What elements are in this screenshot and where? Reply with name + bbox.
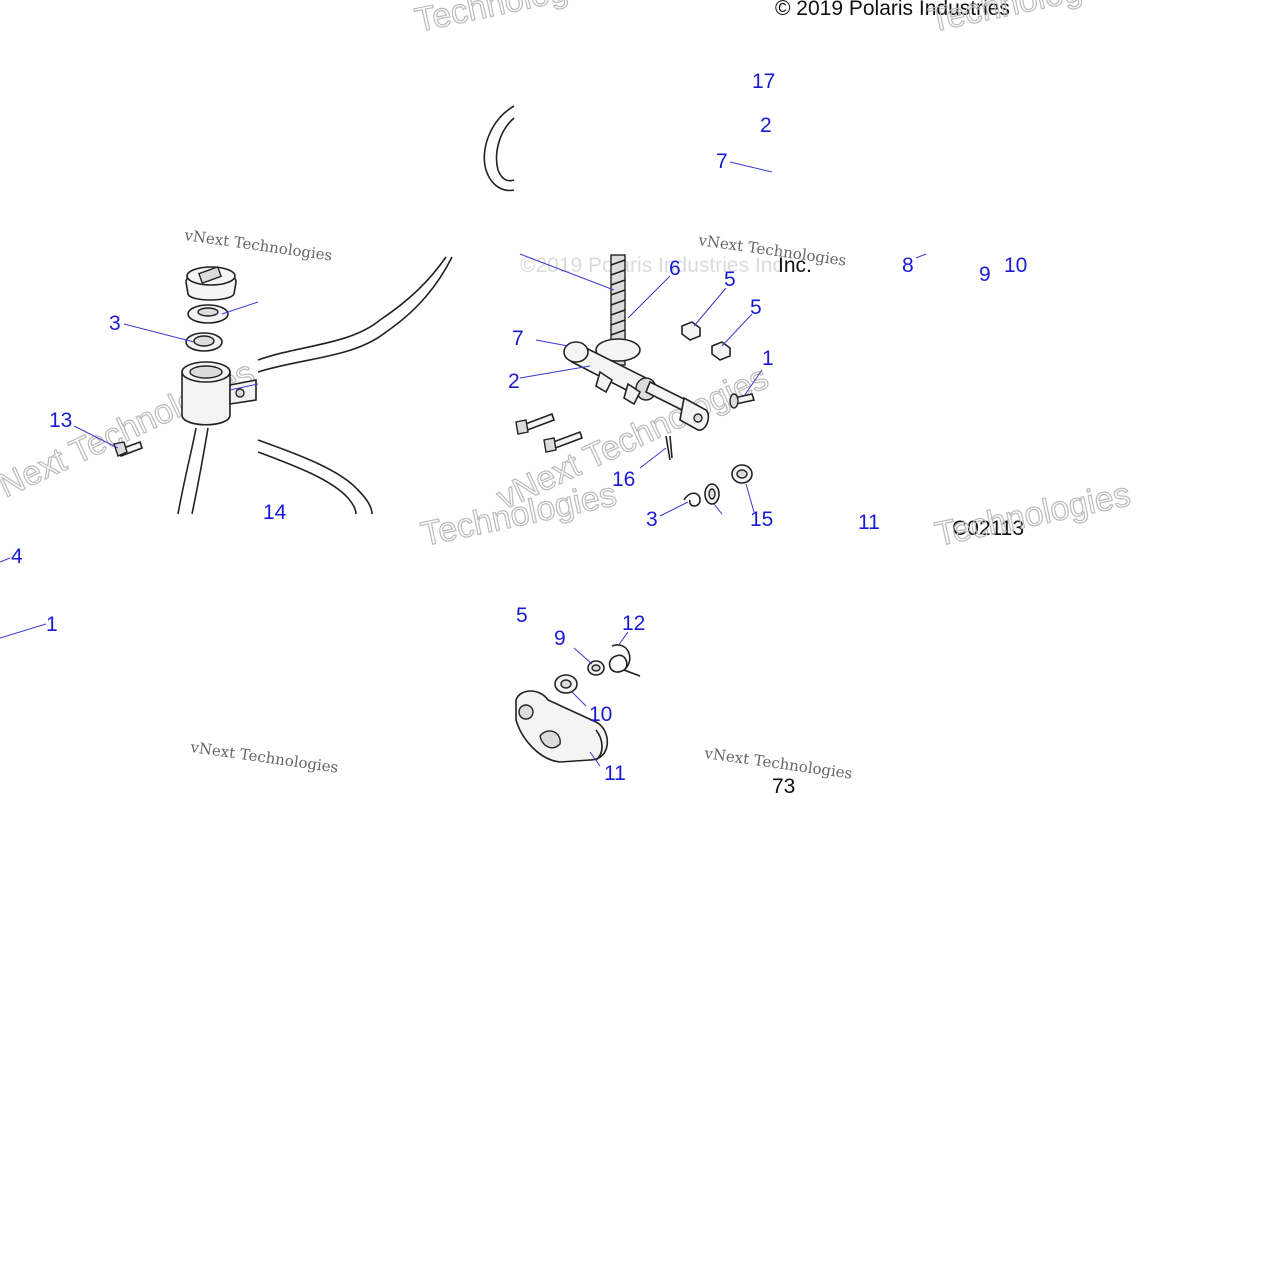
callout-labels: 3 13 14 4 1 6 5 5 7 2 1 16 3 15 17 2 7 8… bbox=[11, 70, 1027, 785]
diagram-code: C02113 bbox=[952, 517, 1024, 540]
master-cylinder bbox=[563, 341, 710, 431]
page-fragment: 73 bbox=[772, 775, 795, 798]
callout-number: 2 bbox=[760, 114, 772, 137]
cotter-pin bbox=[665, 435, 673, 461]
clutch-line bbox=[257, 439, 373, 515]
partial-copyright-tail: Inc. bbox=[778, 254, 812, 277]
partial-copyright: ©2019 Polaris Industries Inc. bbox=[520, 254, 789, 277]
mounting-screw bbox=[113, 440, 144, 458]
callout-number: 10 bbox=[589, 703, 612, 726]
mounting-bolt bbox=[543, 430, 584, 453]
hose-segment bbox=[483, 105, 515, 192]
callout-number: 1 bbox=[762, 347, 774, 370]
pivot-bushing bbox=[731, 464, 753, 484]
reservoir-hose bbox=[191, 427, 209, 515]
reservoir-cap bbox=[185, 265, 237, 301]
watermark-text: Technologies bbox=[932, 475, 1134, 553]
hex-nut bbox=[711, 341, 731, 361]
clutch-spring bbox=[595, 254, 641, 366]
pedal-washer bbox=[587, 660, 605, 676]
return-spring bbox=[683, 492, 701, 507]
callout-number: 7 bbox=[716, 150, 728, 173]
hex-nut bbox=[681, 321, 701, 341]
callout-number: 4 bbox=[11, 545, 23, 568]
reservoir-diaphragm bbox=[187, 304, 229, 324]
clutch-line bbox=[257, 256, 453, 373]
callout-number: 13 bbox=[49, 409, 72, 432]
callout-number: 2 bbox=[508, 370, 520, 393]
clutch-line bbox=[257, 256, 447, 361]
callout-number: 15 bbox=[750, 508, 773, 531]
callout-number: 5 bbox=[724, 268, 736, 291]
callout-number: 3 bbox=[109, 312, 121, 335]
callout-number: 16 bbox=[612, 468, 635, 491]
copyright-text: © 2019 Polaris Industries bbox=[775, 0, 1010, 20]
watermark-layer: Technologies Technologies Technologies T… bbox=[0, 0, 1134, 783]
callout-number: 6 bbox=[669, 257, 681, 280]
mounting-bolt bbox=[515, 412, 556, 435]
callout-number: 11 bbox=[604, 762, 626, 785]
reservoir-hose bbox=[177, 427, 197, 515]
watermark-text: vNext Technologies bbox=[182, 226, 333, 265]
callout-number: 3 bbox=[646, 508, 658, 531]
watermark-text: Technologies bbox=[412, 0, 614, 40]
pedal-spring bbox=[608, 644, 641, 677]
callout-number: 9 bbox=[554, 627, 566, 650]
watermark-text: Technologies bbox=[926, 0, 1128, 40]
pedal-bracket bbox=[515, 690, 609, 763]
callout-number: 14 bbox=[263, 501, 287, 524]
clevis-pin bbox=[729, 393, 756, 409]
leader-lines bbox=[0, 161, 927, 767]
fluid-reservoir bbox=[181, 361, 257, 426]
callout-number: 17 bbox=[752, 70, 775, 93]
clutch-line bbox=[257, 451, 357, 515]
callout-number: 10 bbox=[1004, 254, 1027, 277]
callout-number: 8 bbox=[902, 254, 914, 277]
callout-number: 1 bbox=[46, 613, 58, 636]
washer bbox=[704, 483, 720, 505]
reservoir-seal bbox=[185, 332, 223, 352]
callout-number: 9 bbox=[979, 263, 991, 286]
hose-segment bbox=[495, 117, 515, 182]
callout-number: 7 bbox=[512, 327, 524, 350]
callout-number: 5 bbox=[750, 296, 762, 319]
pedal-bushing bbox=[554, 674, 578, 694]
watermark-text: vNext Technologies bbox=[188, 738, 339, 777]
callout-number: 11 bbox=[858, 511, 880, 534]
callout-number: 5 bbox=[516, 604, 528, 627]
callout-number: 12 bbox=[622, 612, 645, 635]
